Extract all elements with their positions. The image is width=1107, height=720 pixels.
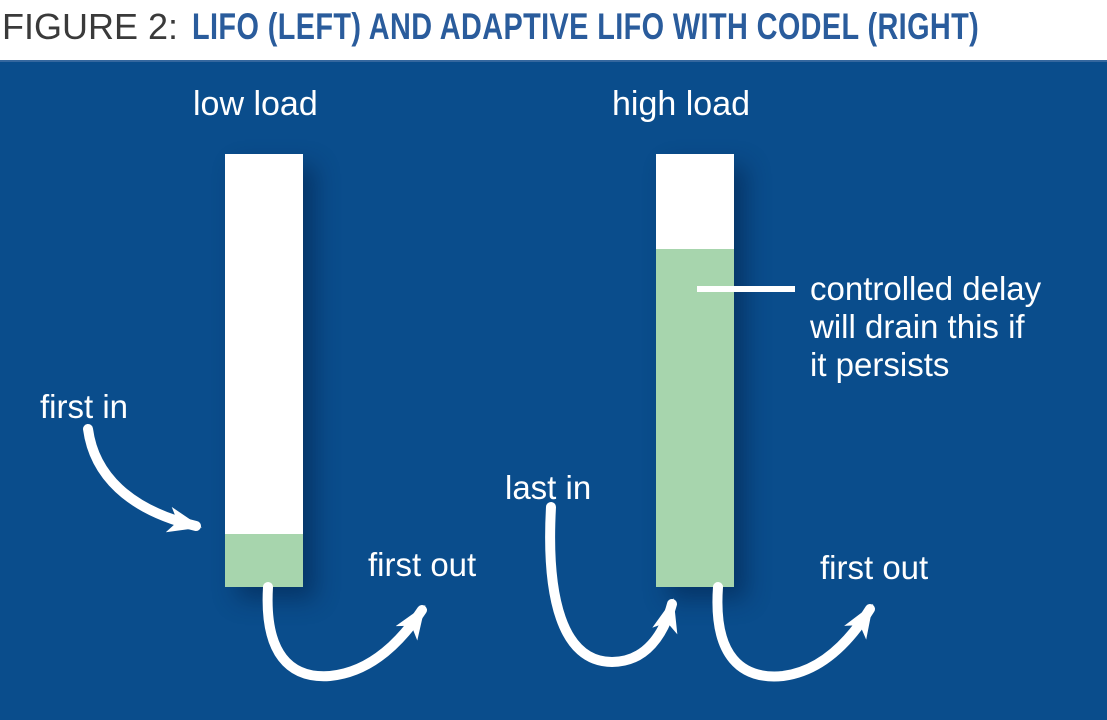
- first-in-curved-arrow-icon: [83, 424, 202, 533]
- callout-line-1: controlled delay: [810, 270, 1042, 307]
- adaptive-lifo-queue-bar: [656, 154, 734, 587]
- callout-line-3: it persists: [810, 346, 950, 383]
- last-in-label: last in: [505, 469, 592, 506]
- lifo-queue-fill: [225, 534, 303, 587]
- first-out-left-label: first out: [368, 546, 477, 583]
- first-in-label: first in: [40, 388, 129, 425]
- arrows-overlay: [83, 286, 875, 682]
- first-out-left-curved-arrow-icon: [262, 582, 427, 682]
- adaptive-lifo-queue-fill: [656, 249, 734, 587]
- figure-heading: LIFO (LEFT) AND ADAPTIVE LIFO WITH CODEL…: [192, 6, 980, 47]
- first-out-right-label: first out: [820, 549, 929, 586]
- diagram-panel: low load high load first in first out la…: [0, 60, 1107, 720]
- last-in-curved-arrow-icon: [545, 502, 678, 668]
- figure-title: FIGURE 2: LIFO (LEFT) AND ADAPTIVE LIFO …: [2, 6, 1107, 48]
- high-load-label: high load: [612, 85, 751, 123]
- lifo-queue-bar: [225, 154, 303, 587]
- callout-line-2: will drain this if: [810, 308, 1025, 345]
- first-out-right-curved-arrow-icon: [712, 582, 875, 682]
- low-load-label: low load: [193, 85, 318, 123]
- figure-number-label: FIGURE 2:: [2, 6, 179, 47]
- controlled-delay-callout: controlled delay will drain this if it p…: [810, 270, 1041, 384]
